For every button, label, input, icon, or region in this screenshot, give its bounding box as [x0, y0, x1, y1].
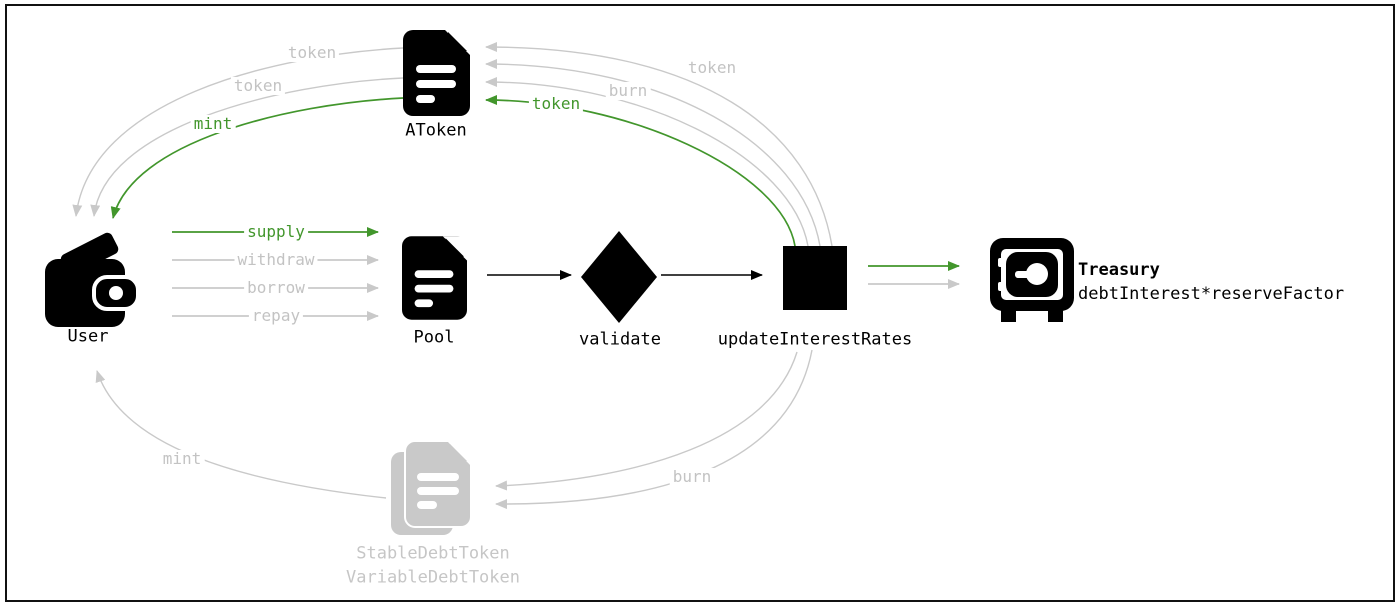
edge-atoken-user-mint: [110, 97, 404, 219]
edge-update-debt-burn: [495, 349, 813, 510]
edge-atoken-user-token-1: [72, 47, 404, 217]
edge-label-burn-update-atoken: burn: [605, 82, 651, 100]
treasury-text-block: Treasury debtInterest*reserveFactor: [1078, 258, 1344, 306]
stacked-documents-icon: [390, 440, 480, 540]
edge-update-atoken-2: [485, 59, 821, 247]
edge-label-token-update-atoken: token: [684, 59, 740, 77]
node-label-stable-debt-token: StableDebtToken: [356, 543, 510, 564]
edge-label-burn-update-debt: burn: [669, 468, 715, 486]
edge-label-withdraw: withdraw: [234, 251, 318, 269]
diamond-shape: [581, 231, 657, 327]
node-label-user: User: [67, 326, 109, 347]
edge-label-supply: supply: [244, 223, 308, 241]
node-label-pool: Pool: [413, 327, 455, 348]
edge-label-repay: repay: [248, 307, 304, 325]
node-label-validate: validate: [579, 329, 661, 350]
node-label-update-interest-rates: updateInterestRates: [717, 329, 913, 350]
document-icon: [402, 236, 467, 324]
safe-icon: [990, 238, 1074, 326]
edge-label-token-green-update-atoken: token: [528, 95, 584, 113]
edge-label-borrow: borrow: [244, 279, 308, 297]
diagram-border: [5, 4, 1395, 602]
edge-label-token-atoken-user-2: token: [230, 77, 286, 95]
document-icon: [403, 30, 470, 120]
node-label-atoken: AToken: [405, 120, 467, 141]
square-shape: [783, 246, 847, 310]
edge-label-token-atoken-user-1: token: [284, 44, 340, 62]
wallet-icon: [40, 229, 148, 337]
edge-update-atoken-burn: [485, 77, 809, 247]
edge-label-mint-atoken-user: mint: [190, 115, 236, 133]
node-label-treasury: Treasury: [1078, 260, 1160, 280]
edge-update-debt-1: [495, 351, 798, 491]
edge-update-atoken-token-1: [485, 42, 833, 247]
node-label-variable-debt-token: VariableDebtToken: [346, 567, 520, 588]
edge-debt-user-mint: [95, 370, 387, 499]
edge-atoken-user-token-2: [90, 77, 404, 217]
edge-label-mint-debt-user: mint: [159, 450, 205, 468]
treasury-formula: debtInterest*reserveFactor: [1078, 284, 1345, 304]
edge-update-atoken-token-green: [485, 95, 796, 247]
